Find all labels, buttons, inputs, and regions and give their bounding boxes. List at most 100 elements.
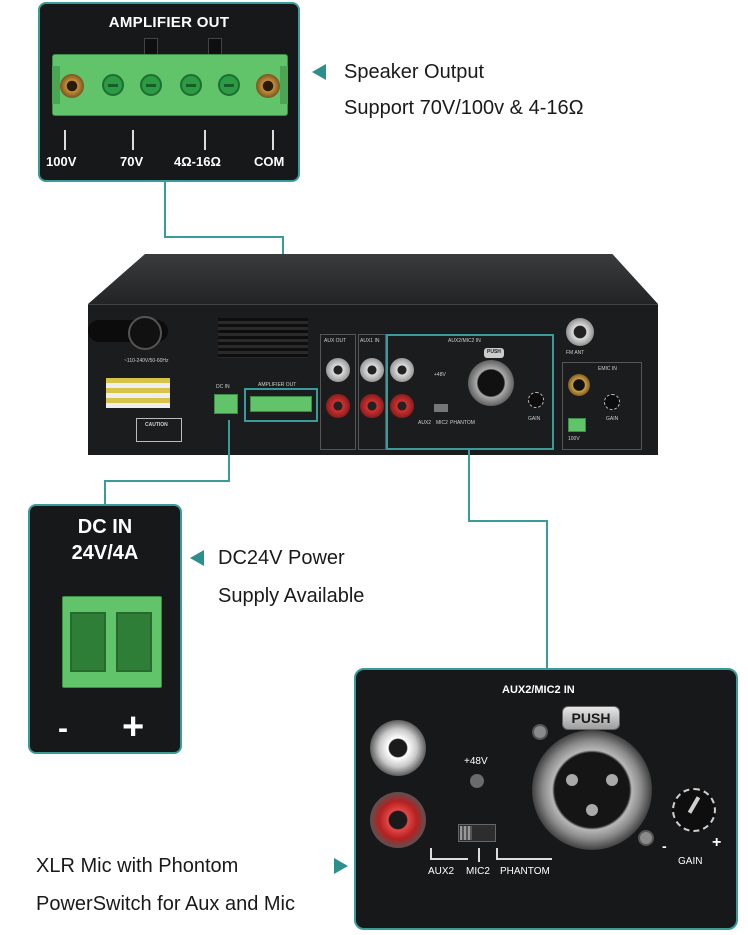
callout-line xyxy=(104,480,230,482)
pointer-arrow-icon xyxy=(334,858,348,874)
rear-gain-label: GAIN xyxy=(528,416,541,422)
terminal-block-side-left xyxy=(52,66,60,104)
rear-xlr-jack xyxy=(468,360,514,406)
callout-line xyxy=(164,236,284,238)
amplifier-device: ~110-240V/50-60Hz CAUTION DC IN AMPLIFIE… xyxy=(88,254,658,455)
terminal-tick xyxy=(132,130,134,150)
rear-dc-label: DC IN xyxy=(216,384,230,390)
pointer-arrow-icon xyxy=(312,64,326,80)
dc-caption-line1: DC24V Power xyxy=(218,547,345,569)
callout-line xyxy=(468,450,470,522)
rear-switch-mic2: MIC2 xyxy=(436,420,448,426)
switch-toggle xyxy=(460,826,472,840)
aux2-mic2-closeup: AUX2/MIC2 IN +48V PUSH AUX2 MIC2 PHANTOM… xyxy=(354,668,738,930)
emic-in-label: EMIC IN xyxy=(598,366,617,372)
terminal-block-side-right xyxy=(280,66,288,104)
xlr-caption-line1: XLR Mic with Phontom xyxy=(36,855,239,877)
rca-red-jack xyxy=(360,394,384,418)
terminal-screw-icon xyxy=(218,74,240,96)
rear-amp-out-terminal xyxy=(250,396,312,412)
callout-line xyxy=(164,182,166,238)
terminal-tick xyxy=(272,130,274,150)
emic-100v-label: 100V xyxy=(568,436,580,442)
aux1-in-section xyxy=(358,334,386,450)
terminal-label-100v: 100V xyxy=(46,154,77,169)
xlr-jack[interactable] xyxy=(532,730,652,850)
mount-screw-icon xyxy=(60,74,84,98)
terminal-tick xyxy=(64,130,66,150)
emic-gain-label: GAIN xyxy=(606,416,619,422)
xlr-pin-icon xyxy=(566,774,578,786)
speaker-terminal-block xyxy=(52,54,288,116)
switch-label-aux2: AUX2 xyxy=(428,866,455,877)
rca-white-jack xyxy=(390,358,414,382)
mains-label: ~110-240V/50-60Hz xyxy=(124,358,169,364)
rear-gain-knob-icon xyxy=(528,392,544,408)
dc-minus-label: - xyxy=(58,712,68,745)
gain-minus-label: - xyxy=(662,838,667,854)
rca-red-jack xyxy=(326,394,350,418)
screw-icon xyxy=(532,724,548,740)
xlr-caption-line2: PowerSwitch for Aux and Mic xyxy=(36,893,295,915)
switch-bracket xyxy=(478,848,480,862)
phantom-led-icon xyxy=(470,774,484,788)
vent-grille xyxy=(218,318,308,358)
phantom-led-label: +48V xyxy=(464,756,488,767)
terminal-tick xyxy=(204,130,206,150)
caution-box: CAUTION xyxy=(136,418,182,442)
rear-switch-phantom: PHANTOM xyxy=(450,420,475,426)
push-badge: PUSH xyxy=(562,706,620,730)
gain-knob-icon[interactable] xyxy=(672,788,716,832)
switch-bracket xyxy=(496,848,552,860)
aux-out-section xyxy=(320,334,356,450)
rear-phantom-label: +48V xyxy=(434,372,446,378)
aux-out-label: AUX OUT xyxy=(324,338,347,344)
amplifier-out-title: AMPLIFIER OUT xyxy=(108,14,230,31)
xlr-pin-icon xyxy=(606,774,618,786)
callout-line xyxy=(228,420,230,482)
rca-red-jack xyxy=(370,792,426,848)
terminal-screw-icon xyxy=(180,74,202,96)
dc-in-closeup: DC IN 24V/4A - + xyxy=(28,504,182,754)
rca-white-jack xyxy=(326,358,350,382)
pointer-arrow-icon xyxy=(190,550,204,566)
terminal-screw-icon xyxy=(102,74,124,96)
dc-in-rating: 24V/4A xyxy=(71,542,139,564)
rear-amp-out-highlight xyxy=(244,388,318,422)
fm-ant-label: FM ANT xyxy=(566,350,585,356)
warning-stickers xyxy=(106,378,170,408)
dc-terminal-slot xyxy=(70,612,106,672)
switch-label-mic2: MIC2 xyxy=(466,866,490,877)
rca-red-jack xyxy=(390,394,414,418)
fm-antenna-jack xyxy=(566,318,594,346)
rca-white-jack xyxy=(370,720,426,776)
dc-in-title: DC IN xyxy=(77,516,133,538)
emic-jack xyxy=(568,374,590,396)
gain-label: GAIN xyxy=(678,856,703,867)
gain-plus-label: + xyxy=(712,834,722,851)
rca-white-jack xyxy=(360,358,384,382)
emic-gain-knob-icon xyxy=(604,394,620,410)
emic-in-section xyxy=(562,362,642,450)
terminal-label-4-16ohm: 4Ω-16Ω xyxy=(174,154,221,169)
dc-plus-label: + xyxy=(122,706,145,748)
device-top-lid xyxy=(88,254,658,304)
screw-icon xyxy=(638,830,654,846)
dc-terminal-slot xyxy=(116,612,152,672)
amplifier-out-closeup: AMPLIFIER OUT 100V 70V 4Ω-16Ω COM xyxy=(38,2,300,182)
dc-caption-line2: Supply Available xyxy=(218,585,365,607)
rear-dc-terminal xyxy=(214,394,238,414)
rear-switch xyxy=(434,404,448,412)
rear-aux2-mic2-highlight xyxy=(386,334,554,450)
rear-push-label: PUSH xyxy=(487,349,501,355)
rear-switch-aux2: AUX2 xyxy=(418,420,432,426)
emic-terminal xyxy=(568,418,586,432)
power-socket xyxy=(128,316,162,350)
callout-line xyxy=(468,520,548,522)
push-label: PUSH xyxy=(571,710,611,726)
aux1-in-label: AUX1 IN xyxy=(360,338,380,344)
mount-screw-icon xyxy=(256,74,280,98)
terminal-label-com: COM xyxy=(254,154,285,169)
aux2-mic2-title: AUX2/MIC2 IN xyxy=(502,684,575,696)
speaker-caption-line1: Speaker Output xyxy=(344,61,485,83)
